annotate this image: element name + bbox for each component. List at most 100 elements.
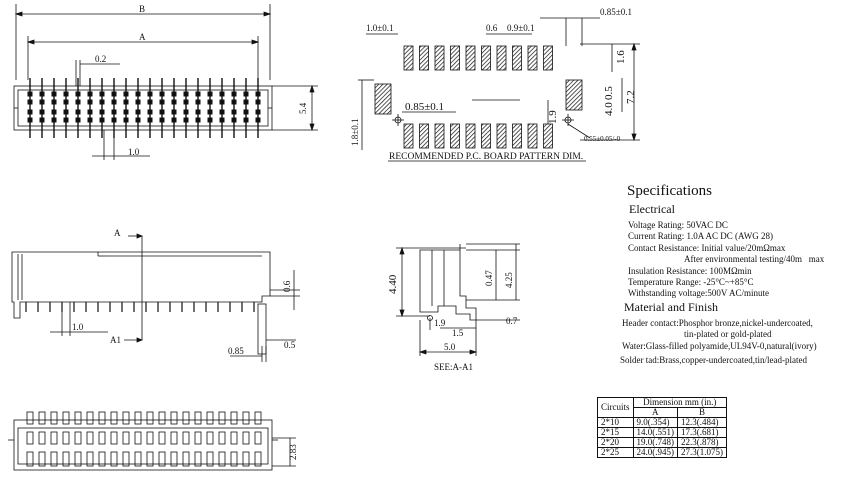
- dim-A-label: A: [139, 32, 146, 42]
- dimension-table: Circuits Dimension mm (in.) A B 2*10 9.0…: [597, 397, 727, 458]
- table-header-row: Circuits Dimension mm (in.): [597, 397, 727, 418]
- top-pin-pad: [255, 117, 261, 123]
- foot-label: 0.85: [228, 346, 244, 356]
- bottom-pin-top: [218, 411, 226, 425]
- pcb-pad-bottom: [543, 123, 553, 149]
- pcb-pads: [403, 45, 553, 149]
- solder-tab: Solder tad:Brass,copper-undercoated,tin/…: [620, 355, 808, 366]
- table-row: 2*25 24.0(.945) 27.3(1.075): [597, 447, 727, 458]
- pcb-pad-top: [419, 45, 429, 71]
- pcb-pad-bottom: [450, 123, 460, 149]
- pcb-pad-bottom: [481, 123, 491, 149]
- table-row: 2*10 9.0(.354) 12.3(.484): [597, 417, 727, 428]
- top-pin-pad: [243, 99, 249, 105]
- overall-label: 7.2: [625, 90, 637, 104]
- lead-height-label: 0.6: [282, 280, 292, 292]
- top-pin-pad: [207, 91, 213, 97]
- bottom-height-label: 2.83: [288, 444, 298, 460]
- voltage-rating: Voltage Rating: 50VAC DC: [628, 220, 728, 230]
- top-pin-pad: [135, 117, 141, 123]
- section-a-label: A: [114, 228, 121, 238]
- bottom-pin-top: [158, 411, 166, 425]
- tab-label: 4.0: [603, 102, 615, 116]
- tail-label: 0.5: [284, 340, 296, 350]
- top-pin-pad: [123, 91, 129, 97]
- top-pin-pad: [147, 99, 153, 105]
- bottom-pin-mid: [98, 431, 106, 445]
- top-pin-pad: [147, 117, 153, 123]
- bottom-pin-top: [206, 411, 214, 425]
- current-rating: Current Rating: 1.0A AC DC (AWG 28): [628, 231, 774, 242]
- pad-gap-label: 0.6: [486, 23, 498, 33]
- spacing-label: 1.0: [128, 147, 140, 157]
- bottom-pin-top: [170, 411, 178, 425]
- bottom-pin-mid: [170, 431, 178, 445]
- bottom-pin-bottom: [98, 451, 106, 467]
- top-pin-pad: [195, 91, 201, 97]
- top-pin-pad: [111, 99, 117, 105]
- top-pin-pad: [243, 109, 249, 115]
- top-pin-pad: [87, 91, 93, 97]
- top-pin-pad: [255, 91, 261, 97]
- dim-b-cell: 17.3(.681): [677, 427, 727, 438]
- pcb-pad-top: [403, 45, 414, 71]
- top-pin-pad: [135, 109, 141, 115]
- top-pin-pad: [63, 117, 69, 123]
- top-pin-pad: [183, 99, 189, 105]
- pcb-pad-bottom: [419, 123, 429, 149]
- bottom-pin-top: [26, 411, 34, 425]
- pcb-pad-top: [527, 45, 538, 71]
- pcb-pad-top: [543, 45, 553, 71]
- bottom-pin-top: [74, 411, 82, 425]
- lead-spacing-label: 1.0: [72, 322, 84, 332]
- bottom-pin-bottom: [74, 451, 82, 467]
- bottom-pin-mid: [182, 431, 190, 445]
- dim-a-cell: 14.0(.551): [632, 427, 678, 438]
- circuits-cell: 2*15: [597, 427, 634, 438]
- pcb-pad-bottom: [512, 123, 522, 149]
- pitch-label-pcb: 0.9±0.1: [507, 23, 534, 33]
- bottom-pin-bottom: [110, 451, 118, 467]
- top-pin-pad: [123, 109, 129, 115]
- pcb-pad-bottom: [496, 123, 507, 149]
- side-view: [11, 233, 300, 362]
- left-tab-pad: [374, 83, 392, 115]
- top-pin-pad: [255, 109, 261, 115]
- top-pin-pad: [159, 91, 165, 97]
- pcb-pad-top: [434, 45, 445, 71]
- bottom-pin-mid: [38, 431, 46, 445]
- top-pin-pad: [219, 91, 225, 97]
- bottom-pin-mid: [242, 431, 250, 445]
- bottom-pin-bottom: [146, 451, 154, 467]
- bottom-pin-bottom: [194, 451, 202, 467]
- pcb-pattern: [358, 17, 640, 162]
- right-width-label: 0.85±0.1: [600, 7, 632, 17]
- top-pin-pad: [75, 91, 81, 97]
- top-pin-pad: [243, 91, 249, 97]
- top-pin-pad: [51, 99, 57, 105]
- pcb-pad-top: [481, 45, 491, 71]
- bottom-pin-top: [254, 411, 262, 425]
- pcb-pad-top: [465, 45, 476, 71]
- top-pin-pad: [207, 117, 213, 123]
- bottom-pin-top: [62, 411, 70, 425]
- top-pin-pad: [99, 117, 105, 123]
- spec-title: Specifications: [627, 183, 712, 199]
- bottom-pin-mid: [50, 431, 58, 445]
- top-pin-pad: [123, 99, 129, 105]
- top-pin-pad: [183, 117, 189, 123]
- top-pin-pad: [159, 117, 165, 123]
- dim-b-cell: 22.3(.878): [677, 437, 727, 448]
- top-pin-pad: [39, 99, 45, 105]
- water-material: Water:Glass-filled polyamide,UL94V-0,nat…: [622, 340, 817, 351]
- dim-a-cell: 9.0(.354): [632, 417, 678, 428]
- pcb-caption: RECOMMENDED P.C. BOARD PATTERN DIM.: [389, 152, 583, 162]
- bottom-pin-top: [122, 411, 130, 425]
- bottom-pin-bottom: [134, 451, 142, 467]
- bottom-pin-mid: [74, 431, 82, 445]
- top-pin-pad: [207, 109, 213, 115]
- top-pin-pad: [111, 91, 117, 97]
- withstanding-voltage: Withstanding voltage:500V AC/minute: [628, 288, 769, 299]
- foot-width-label: 1.5: [452, 328, 464, 338]
